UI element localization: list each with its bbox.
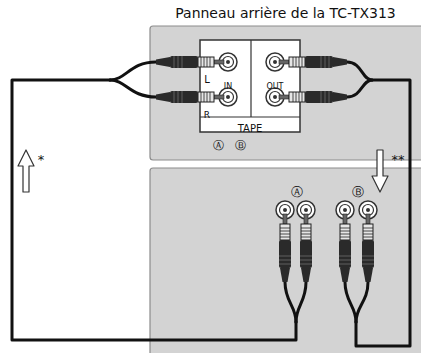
rca-plug bbox=[339, 214, 351, 282]
rca-plug bbox=[279, 214, 291, 282]
rca-plug bbox=[279, 56, 347, 68]
channel-label-wrap: R bbox=[177, 104, 237, 122]
jack-box: TAPE bbox=[200, 40, 300, 132]
rca-plug bbox=[156, 91, 224, 103]
note-mark-wrap: ** bbox=[368, 150, 421, 168]
note-mark: ** bbox=[392, 152, 405, 167]
jack-label: OUT bbox=[266, 82, 283, 91]
tape-deck-panel bbox=[150, 26, 421, 160]
jack-letter: Ⓐ bbox=[213, 139, 224, 152]
rca-plug bbox=[300, 214, 312, 282]
rca-plug bbox=[362, 214, 374, 282]
connector-group-label-wrap: TAPE bbox=[200, 118, 300, 136]
jack-letter: Ⓑ bbox=[235, 139, 246, 152]
signal-arrow bbox=[18, 150, 34, 192]
jack-letter: Ⓐ bbox=[291, 185, 303, 199]
rca-plug bbox=[279, 91, 347, 103]
cable-split bbox=[110, 62, 372, 322]
jack-label: IN bbox=[224, 82, 232, 91]
amplifier-panel bbox=[150, 168, 421, 353]
amplifier-panel: ⒶⒷ bbox=[150, 168, 421, 353]
channel-label: L bbox=[204, 74, 210, 85]
panel-title: Panneau arrière de la TC-TX313 bbox=[175, 5, 396, 21]
rca-plug bbox=[156, 56, 224, 68]
channel-label: R bbox=[204, 110, 210, 120]
audio-cable bbox=[12, 80, 296, 340]
connector-group-label: TAPE bbox=[238, 123, 263, 134]
jack-box bbox=[200, 40, 300, 132]
jack-letter-wrap: Ⓐ bbox=[282, 182, 312, 200]
panel-title-wrap: Panneau arrière de la TC-TX313 bbox=[150, 4, 421, 22]
tape-deck-panel: Panneau arrière de la TC-TX313TAPE bbox=[150, 26, 421, 160]
note-mark-wrap: * bbox=[11, 150, 71, 168]
note-mark: * bbox=[38, 152, 45, 167]
audio-cable bbox=[356, 80, 410, 346]
jack-letter-wrap: Ⓑ bbox=[343, 182, 373, 200]
jack-letter: Ⓑ bbox=[352, 185, 364, 199]
signal-arrow bbox=[372, 150, 388, 192]
jack-label-wrap: OUT bbox=[245, 75, 305, 93]
